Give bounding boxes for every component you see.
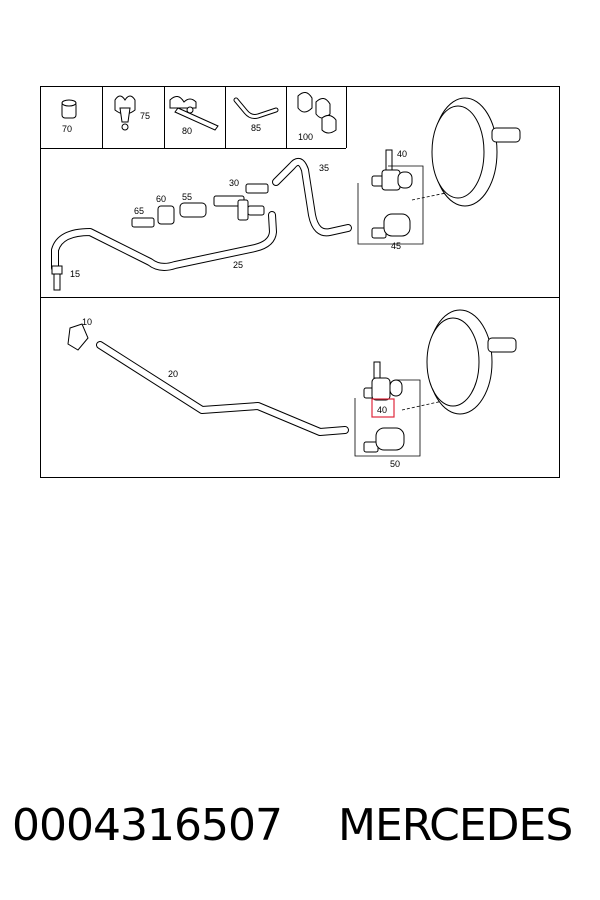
check-valve-50: [363, 427, 405, 453]
legend-icon-100-clamp: [297, 92, 337, 134]
diagram-frame: [40, 86, 560, 478]
callout-40-bottom: 40: [377, 405, 387, 415]
callout-50: 50: [390, 459, 400, 469]
callout-65: 65: [134, 206, 144, 216]
callout-100: 100: [298, 132, 313, 142]
footer: 0004316507 MERCEDES: [0, 800, 600, 860]
elbow-10: [67, 323, 89, 351]
legend-icon-80-bracket: [169, 96, 219, 131]
highlight-box: [371, 398, 395, 418]
callout-60: 60: [156, 194, 166, 204]
part-number: 0004316507: [12, 800, 283, 851]
nut-60: [157, 205, 175, 225]
callout-35: 35: [319, 163, 329, 173]
sleeve-55: [179, 202, 207, 218]
check-valve-45: [371, 213, 411, 239]
callout-10: 10: [82, 317, 92, 327]
callout-20: 20: [168, 369, 178, 379]
check-valve-40-bottom: [363, 361, 403, 401]
parts-diagram: 70 75 80 85 100 40 35 30 60 55 65 25 15 …: [40, 86, 560, 478]
callout-30: 30: [229, 178, 239, 188]
callout-85: 85: [251, 123, 261, 133]
callout-40-top: 40: [397, 149, 407, 159]
callout-55: 55: [182, 192, 192, 202]
callout-45: 45: [391, 241, 401, 251]
tee-30: [213, 183, 269, 221]
legend-icon-70: [61, 99, 77, 119]
legend-icon-75-clip: [114, 95, 136, 131]
brake-booster-upper: [431, 97, 521, 207]
legend-icon-85-hose-inner: [234, 98, 278, 118]
callout-15: 15: [70, 269, 80, 279]
callout-25: 25: [233, 260, 243, 270]
callout-70: 70: [62, 124, 72, 134]
callout-75: 75: [140, 111, 150, 121]
hose-20: [96, 341, 349, 436]
callout-80: 80: [182, 126, 192, 136]
fitting-65: [131, 217, 155, 228]
brake-booster-lower: [426, 309, 517, 415]
check-valve-40-top: [371, 149, 413, 191]
brand-name: MERCEDES: [338, 800, 573, 851]
fitting-15: [51, 265, 63, 291]
